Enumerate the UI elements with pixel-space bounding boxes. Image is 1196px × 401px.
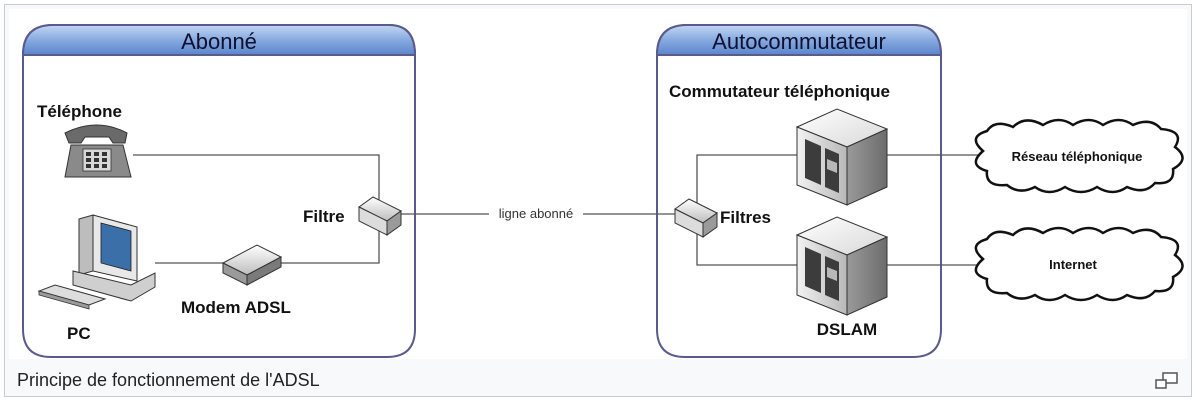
filters-label: Filtres: [720, 208, 771, 227]
modem-icon: [221, 244, 283, 286]
telephone-switch-icon: [795, 108, 889, 206]
filter-label: Filtre: [303, 207, 345, 226]
telephone-network-cloud-icon: [974, 118, 1184, 194]
subscriber-line-label: ligne abonné: [499, 206, 573, 221]
dslam-icon: [795, 216, 889, 316]
internet-label: Internet: [1049, 257, 1097, 272]
modem-label: Modem ADSL: [181, 298, 291, 317]
group-exchange: Autocommutateur: [655, 24, 943, 358]
dslam-label: DSLAM: [817, 320, 877, 339]
figure-caption: Principe de fonctionnement de l'ADSL: [17, 370, 320, 390]
telephone-label: Téléphone: [37, 102, 122, 121]
telephone-icon: [64, 124, 132, 178]
pc-icon: [37, 214, 156, 310]
thumbnail-frame: Abonné Autocommutateur: [4, 4, 1192, 397]
telephone-network-label: Réseau téléphonique: [1012, 149, 1143, 164]
internet-cloud-icon: [974, 226, 1184, 302]
filters-icon: [674, 198, 718, 238]
adsl-diagram[interactable]: Abonné Autocommutateur: [9, 9, 1187, 359]
magnify-clip-icon[interactable]: [1153, 371, 1181, 391]
connection-lines: [133, 154, 979, 266]
filter-icon: [358, 196, 402, 236]
pc-label: PC: [67, 324, 91, 343]
group-subscriber-title: Abonné: [181, 29, 257, 54]
group-exchange-title: Autocommutateur: [712, 29, 886, 54]
telephone-switch-label: Commutateur téléphonique: [669, 82, 890, 101]
